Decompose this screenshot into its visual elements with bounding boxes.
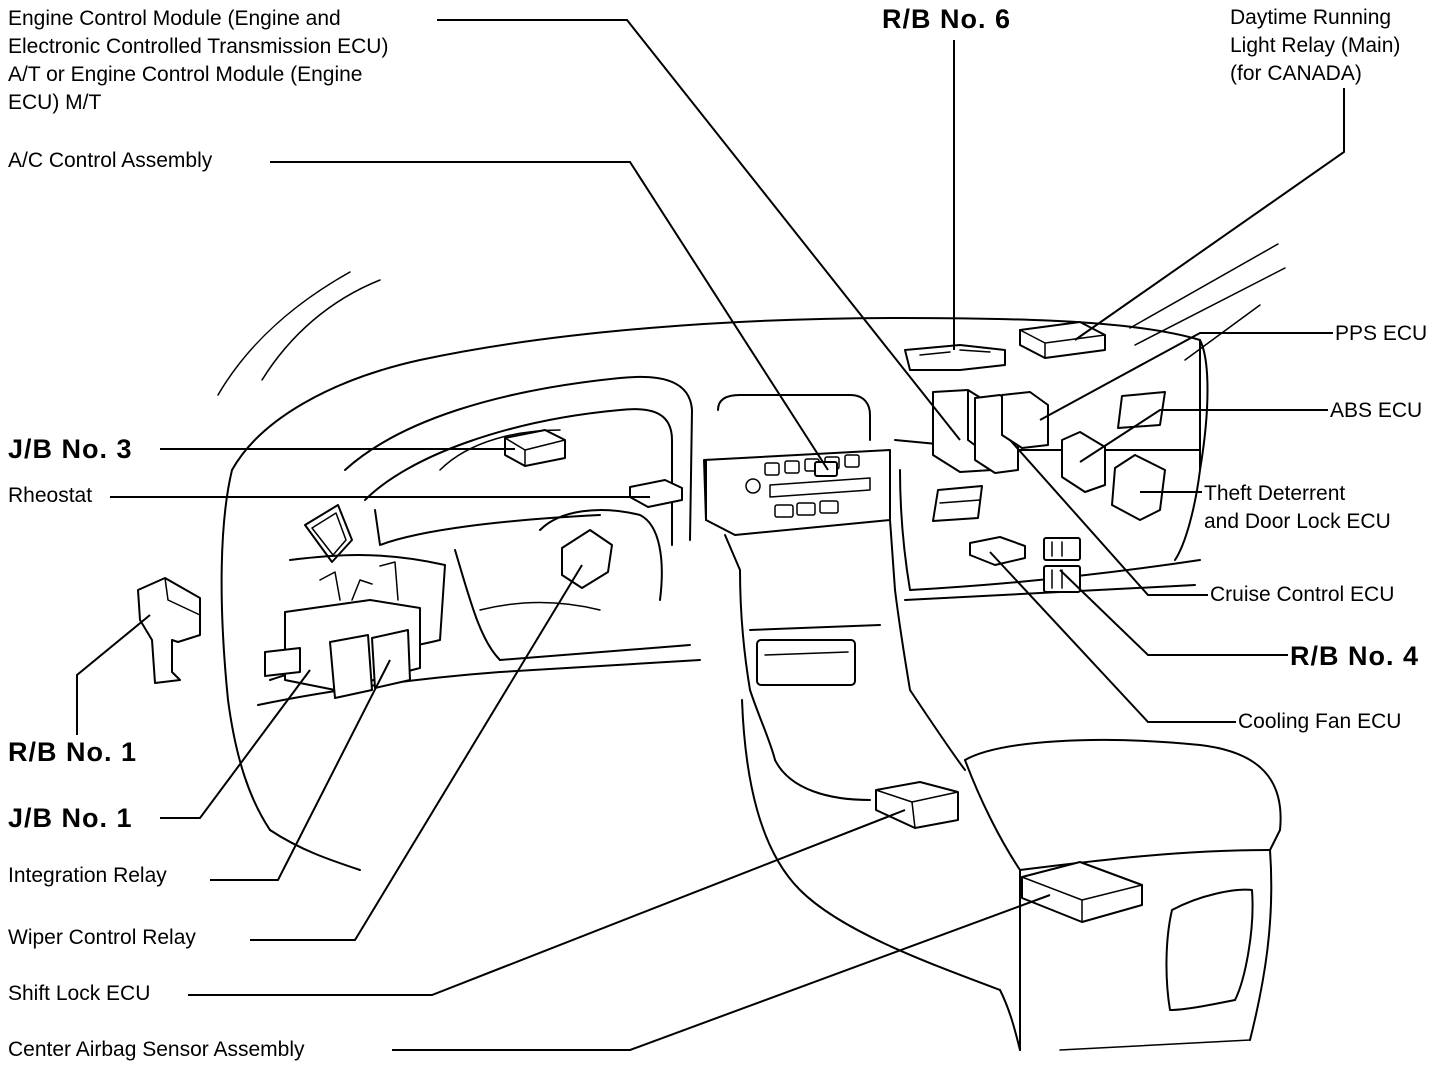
label-ecm-line4: ECU) M/T [8,91,102,114]
leader-shift-lock [188,809,906,996]
leader-rb1 [76,614,151,735]
ac-control-assembly [814,461,838,477]
leader-rb4 [1059,569,1288,656]
dashboard-outline [217,243,1286,1051]
label-wiper-control-relay: Wiper Control Relay [6,924,198,952]
label-ecm-line1: Engine Control Module (Engine and [8,7,341,30]
label-rheostat: Rheostat [6,482,95,510]
leader-abs [1079,409,1328,463]
label-theft-line1: Theft Deterrent [1204,482,1346,505]
label-theft-line2: and Door Lock ECU [1204,510,1391,533]
label-pps-ecu: PPS ECU [1333,320,1430,348]
theft-deterrent-ecu [1111,454,1166,521]
abs-ecu [1061,431,1106,493]
relay-block-1 [137,577,201,684]
label-integration-relay: Integration Relay [6,862,169,890]
wiper-control-relay [561,529,613,589]
label-rb-no6: R/B No. 6 [880,3,1014,35]
label-rb-no1: R/B No. 1 [6,736,140,768]
label-drl-line1: Daytime Running [1230,6,1392,29]
label-rb-no4: R/B No. 4 [1288,640,1422,672]
leader-ecm [437,19,961,441]
label-ac-control-assembly: A/C Control Assembly [6,147,215,175]
leader-integration-relay [210,659,391,881]
label-shift-lock-ecu: Shift Lock ECU [6,980,153,1008]
label-jb-no3: J/B No. 3 [6,433,135,465]
leader-wiper-relay [250,564,583,941]
label-drl-line2: Light Relay (Main) [1230,34,1401,57]
label-cruise-control-ecu: Cruise Control ECU [1208,581,1397,609]
shift-lock-ecu [875,781,959,829]
leader-drl [1074,85,1345,341]
center-airbag-sensor [1021,861,1143,923]
label-jb-no1: J/B No. 1 [6,802,135,834]
components [137,321,1166,923]
leader-pps [1039,332,1333,421]
leader-airbag [392,894,1051,1051]
pps-ecu [1001,391,1049,449]
label-ecm-line3: A/T or Engine Control Module (Engine [8,63,363,86]
label-abs-ecu: ABS ECU [1328,397,1425,425]
leader-ac-control [270,161,829,471]
leader-jb1 [160,669,311,819]
leader-cooling-fan [989,551,1238,723]
label-cooling-fan-ecu: Cooling Fan ECU [1236,708,1404,736]
cooling-fan-ecu [969,536,1026,566]
leader-lines [76,19,1345,1051]
label-daytime-running-light-relay: Daytime Running Light Relay (Main) (for … [1228,4,1403,88]
label-drl-line3: (for CANADA) [1230,62,1362,85]
label-engine-control-module: Engine Control Module (Engine and Electr… [6,5,391,117]
label-theft-deterrent-ecu: Theft Deterrent and Door Lock ECU [1202,480,1393,536]
label-ecm-line2: Electronic Controlled Transmission ECU) [8,35,389,58]
leader-cruise [1009,439,1208,596]
rheostat [629,479,683,508]
label-center-airbag-sensor: Center Airbag Sensor Assembly [6,1036,307,1064]
